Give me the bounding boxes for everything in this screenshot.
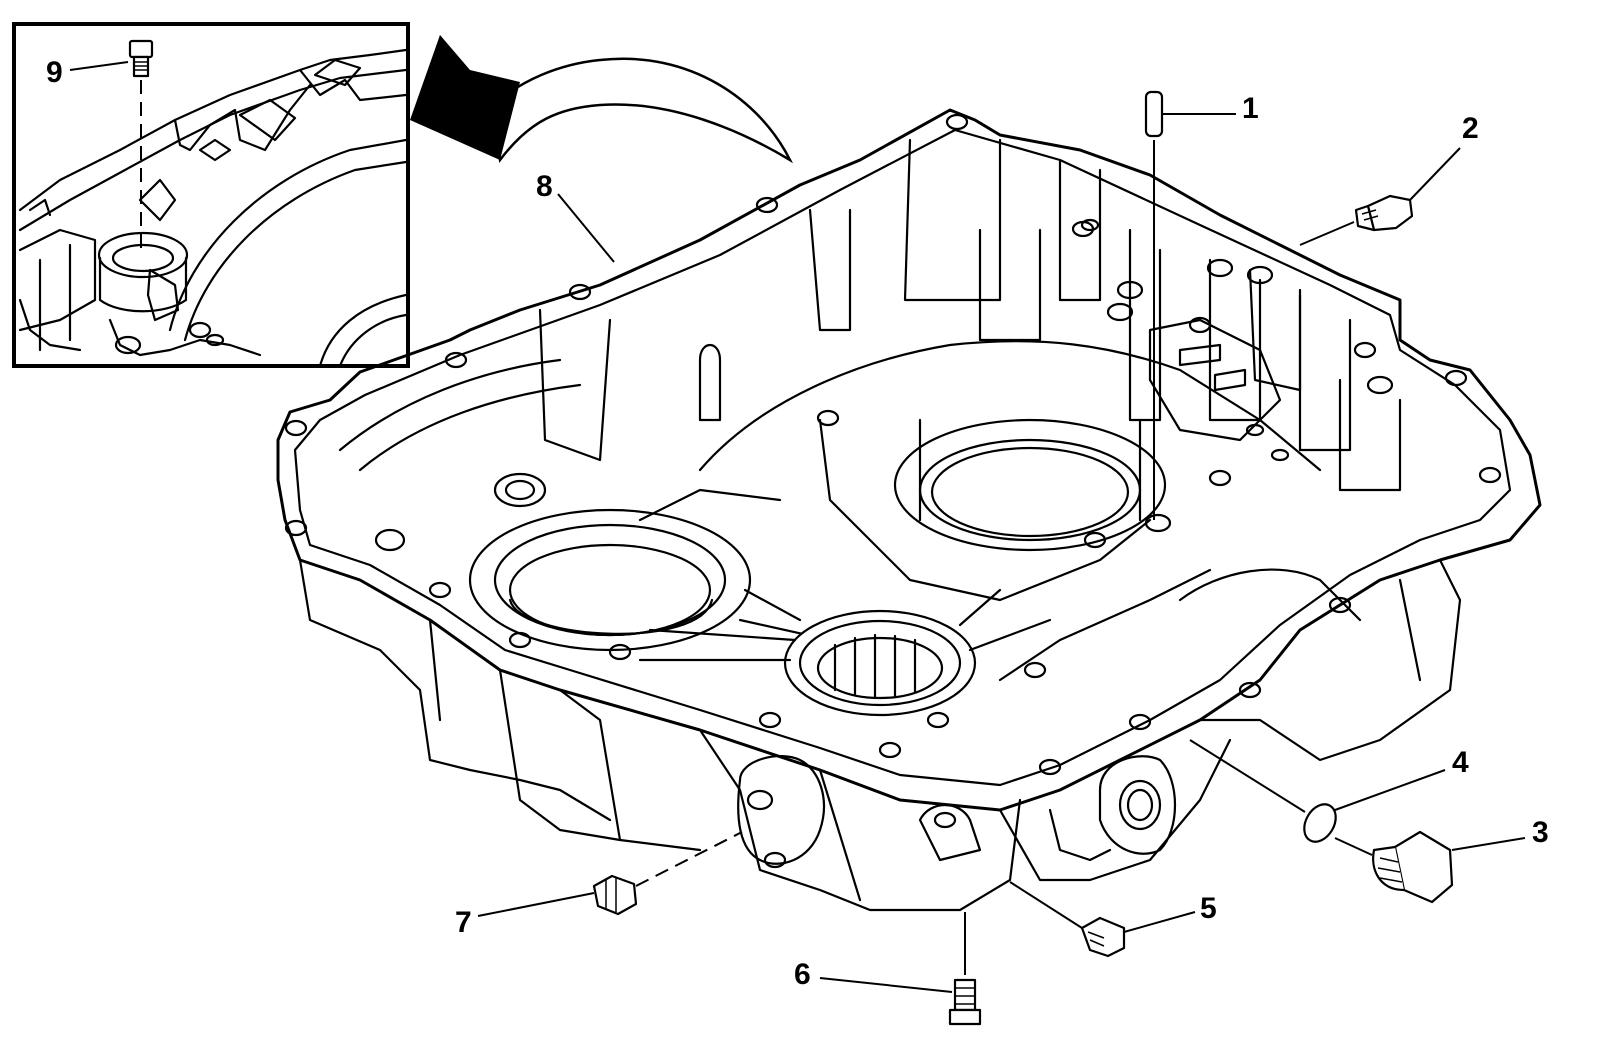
inset-detail-view <box>12 22 410 368</box>
callout-3: 3 <box>1532 816 1549 849</box>
plug-7 <box>592 831 743 916</box>
dowel-pin-1 <box>1144 90 1164 520</box>
direction-arrow <box>410 35 794 164</box>
roller-bearing <box>783 609 977 717</box>
plug-5 <box>1009 881 1126 958</box>
callouts: 1 2 3 4 5 6 7 8 9 <box>46 56 1549 993</box>
callout-2: 2 <box>1462 112 1479 145</box>
flange-bolt-holes <box>284 113 1502 776</box>
callout-1: 1 <box>1242 92 1259 125</box>
callout-5: 5 <box>1200 892 1217 925</box>
drain-plug-3 <box>1334 830 1454 904</box>
callout-8: 8 <box>536 170 553 203</box>
plug-2 <box>1299 194 1414 246</box>
callout-4: 4 <box>1452 746 1469 779</box>
left-bearing-bore <box>468 508 752 652</box>
transmission-case <box>276 108 1542 912</box>
center-bearing-bore <box>893 418 1167 552</box>
o-ring-4 <box>1189 739 1337 843</box>
callout-6: 6 <box>794 958 811 991</box>
bolt-9 <box>128 39 154 255</box>
callout-7: 7 <box>455 906 472 939</box>
bolt-6 <box>948 912 982 1026</box>
callout-9: 9 <box>46 56 63 89</box>
